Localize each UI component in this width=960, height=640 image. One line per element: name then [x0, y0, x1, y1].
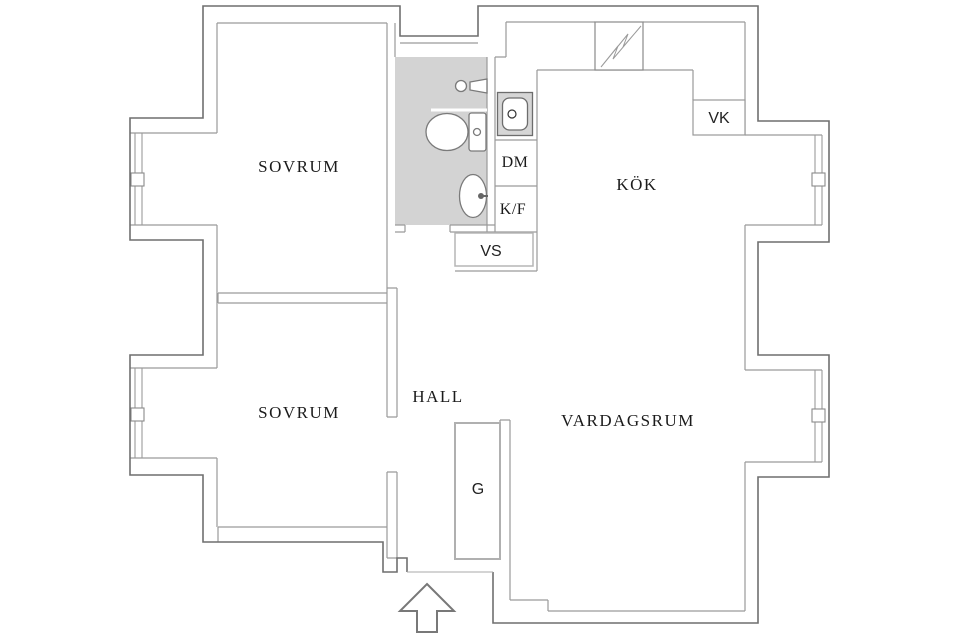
interior-wall-lines — [130, 21, 822, 612]
window-bottom-left — [130, 368, 145, 458]
label-vk: VK — [708, 110, 730, 127]
window-bottom-right — [811, 370, 826, 462]
wardrobe-box — [454, 422, 501, 560]
window-top-right — [811, 135, 826, 225]
lightning-bolt-icon — [600, 25, 642, 68]
window-handle-icon — [130, 407, 145, 422]
label-dishwasher: DM — [502, 154, 529, 171]
toilet-icon — [425, 112, 487, 152]
exterior-wall-outline — [129, 5, 830, 624]
room-label-living-room: VARDAGSRUM — [561, 411, 695, 430]
label-wardrobe: G — [472, 481, 484, 498]
entrance-arrow-icon — [397, 582, 457, 633]
room-label-bedroom-bottom: SOVRUM — [258, 403, 340, 422]
label-vs: VS — [480, 243, 501, 260]
window-handle-icon — [130, 172, 145, 187]
vs-cabinet-box — [454, 232, 534, 267]
room-label-bedroom-top: SOVRUM — [258, 157, 340, 176]
room-label-kitchen: KÖK — [616, 175, 657, 194]
electrical-shaft-box — [594, 21, 644, 71]
room-label-hall: HALL — [412, 387, 463, 406]
window-top-left — [130, 133, 145, 225]
vk-cabinet-box — [692, 99, 746, 136]
washbasin-icon — [458, 173, 488, 219]
kitchen-sink-icon — [496, 91, 534, 137]
shower-mixer-icon — [454, 78, 488, 94]
window-handle-icon — [811, 408, 826, 423]
window-handle-icon — [811, 172, 826, 187]
label-fridge-freezer: K/F — [500, 201, 526, 218]
